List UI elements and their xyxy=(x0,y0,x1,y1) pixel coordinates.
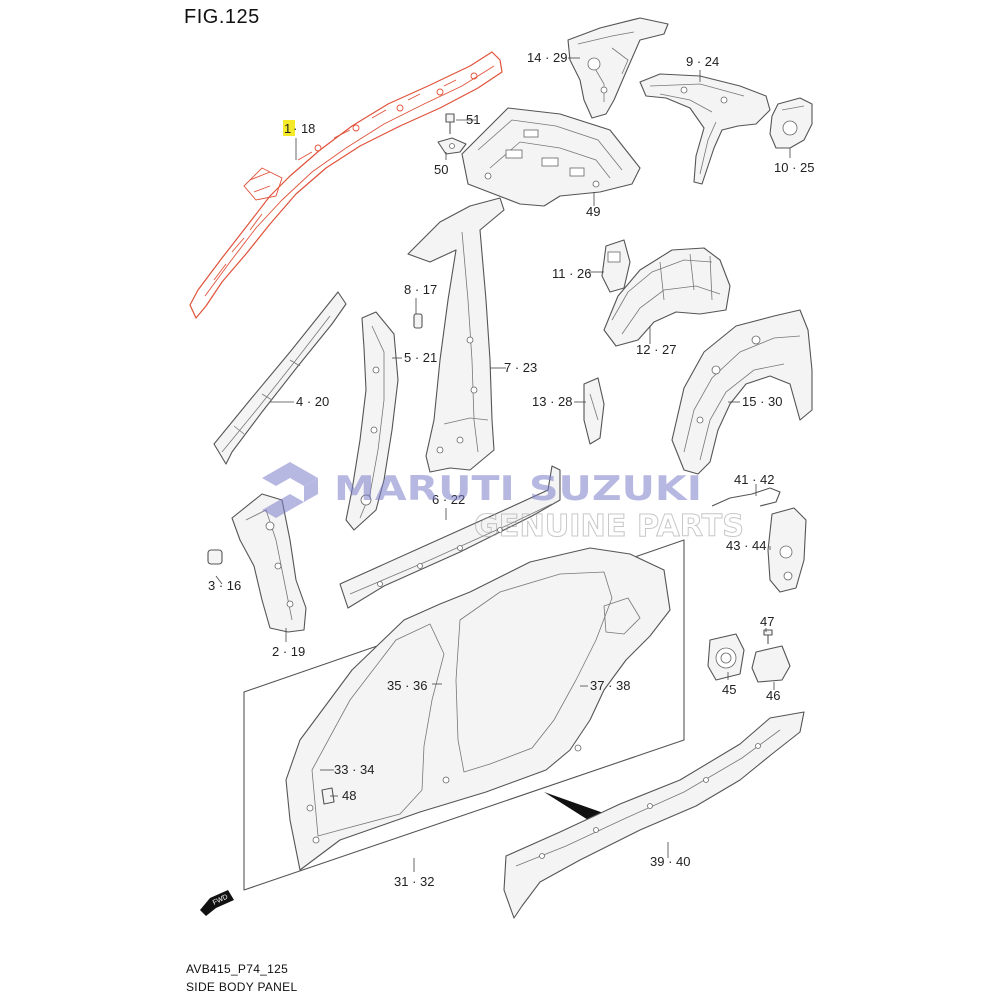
part-39-40-sill-outer[interactable] xyxy=(503,711,805,919)
part-label-31-32[interactable]: 31 · 32 xyxy=(394,874,434,889)
drawing-code: AVB415_P74_125 xyxy=(186,962,289,976)
part-43-44-filler-bracket[interactable] xyxy=(767,507,807,593)
highlight-box xyxy=(283,120,295,136)
part-label-15-30[interactable]: 15 · 30 xyxy=(742,394,782,409)
part-label-8-17[interactable]: 8 · 17 xyxy=(404,282,437,297)
part-2-19-a-pillar-lower[interactable] xyxy=(231,493,307,633)
part-41-42-hose[interactable] xyxy=(711,487,781,507)
part-49-rear-shelf[interactable] xyxy=(461,107,641,207)
part-label-43-44[interactable]: 43 · 44 xyxy=(726,538,766,553)
part-10-25-bracket[interactable] xyxy=(769,97,813,149)
part-label-4-20[interactable]: 4 · 20 xyxy=(296,394,329,409)
part-label-12-27[interactable]: 12 · 27 xyxy=(636,342,676,357)
part-label-35-36[interactable]: 35 · 36 xyxy=(387,678,427,693)
part-45-filler-housing[interactable] xyxy=(707,633,745,681)
part-label-6-22[interactable]: 6 · 22 xyxy=(432,492,465,507)
fwd-arrow-badge: FWD xyxy=(200,890,234,916)
part-label-9-24[interactable]: 9 · 24 xyxy=(686,54,719,69)
watermark-line2: GENUINE PARTS xyxy=(474,509,744,544)
leader-lines xyxy=(215,57,791,872)
part-label-2-19[interactable]: 2 · 19 xyxy=(272,644,305,659)
part-label-41-42[interactable]: 41 · 42 xyxy=(734,472,774,487)
part-12-27-wheelhouse-inner[interactable] xyxy=(603,247,731,347)
part-label-51[interactable]: 51 xyxy=(466,112,480,127)
part-label-50[interactable]: 50 xyxy=(434,162,448,177)
figure-caption: SIDE BODY PANEL xyxy=(186,980,298,994)
part-label-11-26[interactable]: 11 · 26 xyxy=(552,266,592,281)
part-4-20-a-pillar-rail[interactable] xyxy=(213,291,347,465)
part-14-29-bracket[interactable] xyxy=(567,17,669,119)
part-label-13-28[interactable]: 13 · 28 xyxy=(532,394,572,409)
part-3-16-clip[interactable] xyxy=(207,549,223,565)
part-47-screw[interactable] xyxy=(763,629,773,644)
part-label-33-34[interactable]: 33 · 34 xyxy=(334,762,374,777)
part-48-clip[interactable] xyxy=(321,787,335,805)
part-label-45[interactable]: 45 xyxy=(722,682,736,697)
part-51-bolt[interactable] xyxy=(445,113,455,134)
part-label-10-25[interactable]: 10 · 25 xyxy=(774,160,814,175)
part-label-39-40[interactable]: 39 · 40 xyxy=(650,854,690,869)
part-label-14-29[interactable]: 14 · 29 xyxy=(527,50,567,65)
part-5-21-pillar-inner[interactable] xyxy=(345,311,399,531)
part-13-28-bracket[interactable] xyxy=(583,377,605,445)
part-6-22-sill-inner[interactable] xyxy=(339,465,561,609)
part-roof-side-rail[interactable] xyxy=(189,51,503,319)
part-31-32-side-body-outer[interactable] xyxy=(243,539,685,891)
part-label-37-38[interactable]: 37 · 38 xyxy=(590,678,630,693)
part-label-47[interactable]: 47 xyxy=(760,614,774,629)
part-46-fuel-lid[interactable] xyxy=(751,645,791,683)
part-label-5-21[interactable]: 5 · 21 xyxy=(404,350,437,365)
watermark: MARUTI SUZUKI GENUINE PARTS xyxy=(262,462,745,545)
part-7-23-center-pillar[interactable] xyxy=(407,197,505,473)
part-9-24-quarter-inner[interactable] xyxy=(639,73,771,185)
figure-title: FIG.125 xyxy=(184,6,260,28)
part-11-26-reinforcement[interactable] xyxy=(601,239,631,293)
part-label-1-18[interactable]: · 18 xyxy=(293,121,315,136)
watermark-line1: MARUTI SUZUKI xyxy=(334,469,702,509)
part-label-46[interactable]: 46 xyxy=(766,688,780,703)
part-label-7-23[interactable]: 7 · 23 xyxy=(504,360,537,375)
part-label-1-prefix: 1 xyxy=(284,121,291,136)
part-label-3-16[interactable]: 3 · 16 xyxy=(208,578,241,593)
part-15-30-wheelhouse-outer[interactable] xyxy=(671,309,813,475)
part-label-49[interactable]: 49 xyxy=(586,204,600,219)
part-label-48[interactable]: 48 xyxy=(342,788,356,803)
suzuki-logo-icon xyxy=(262,462,318,518)
part-50-bracket[interactable] xyxy=(437,137,467,155)
part-8-17-clip[interactable] xyxy=(413,313,423,329)
